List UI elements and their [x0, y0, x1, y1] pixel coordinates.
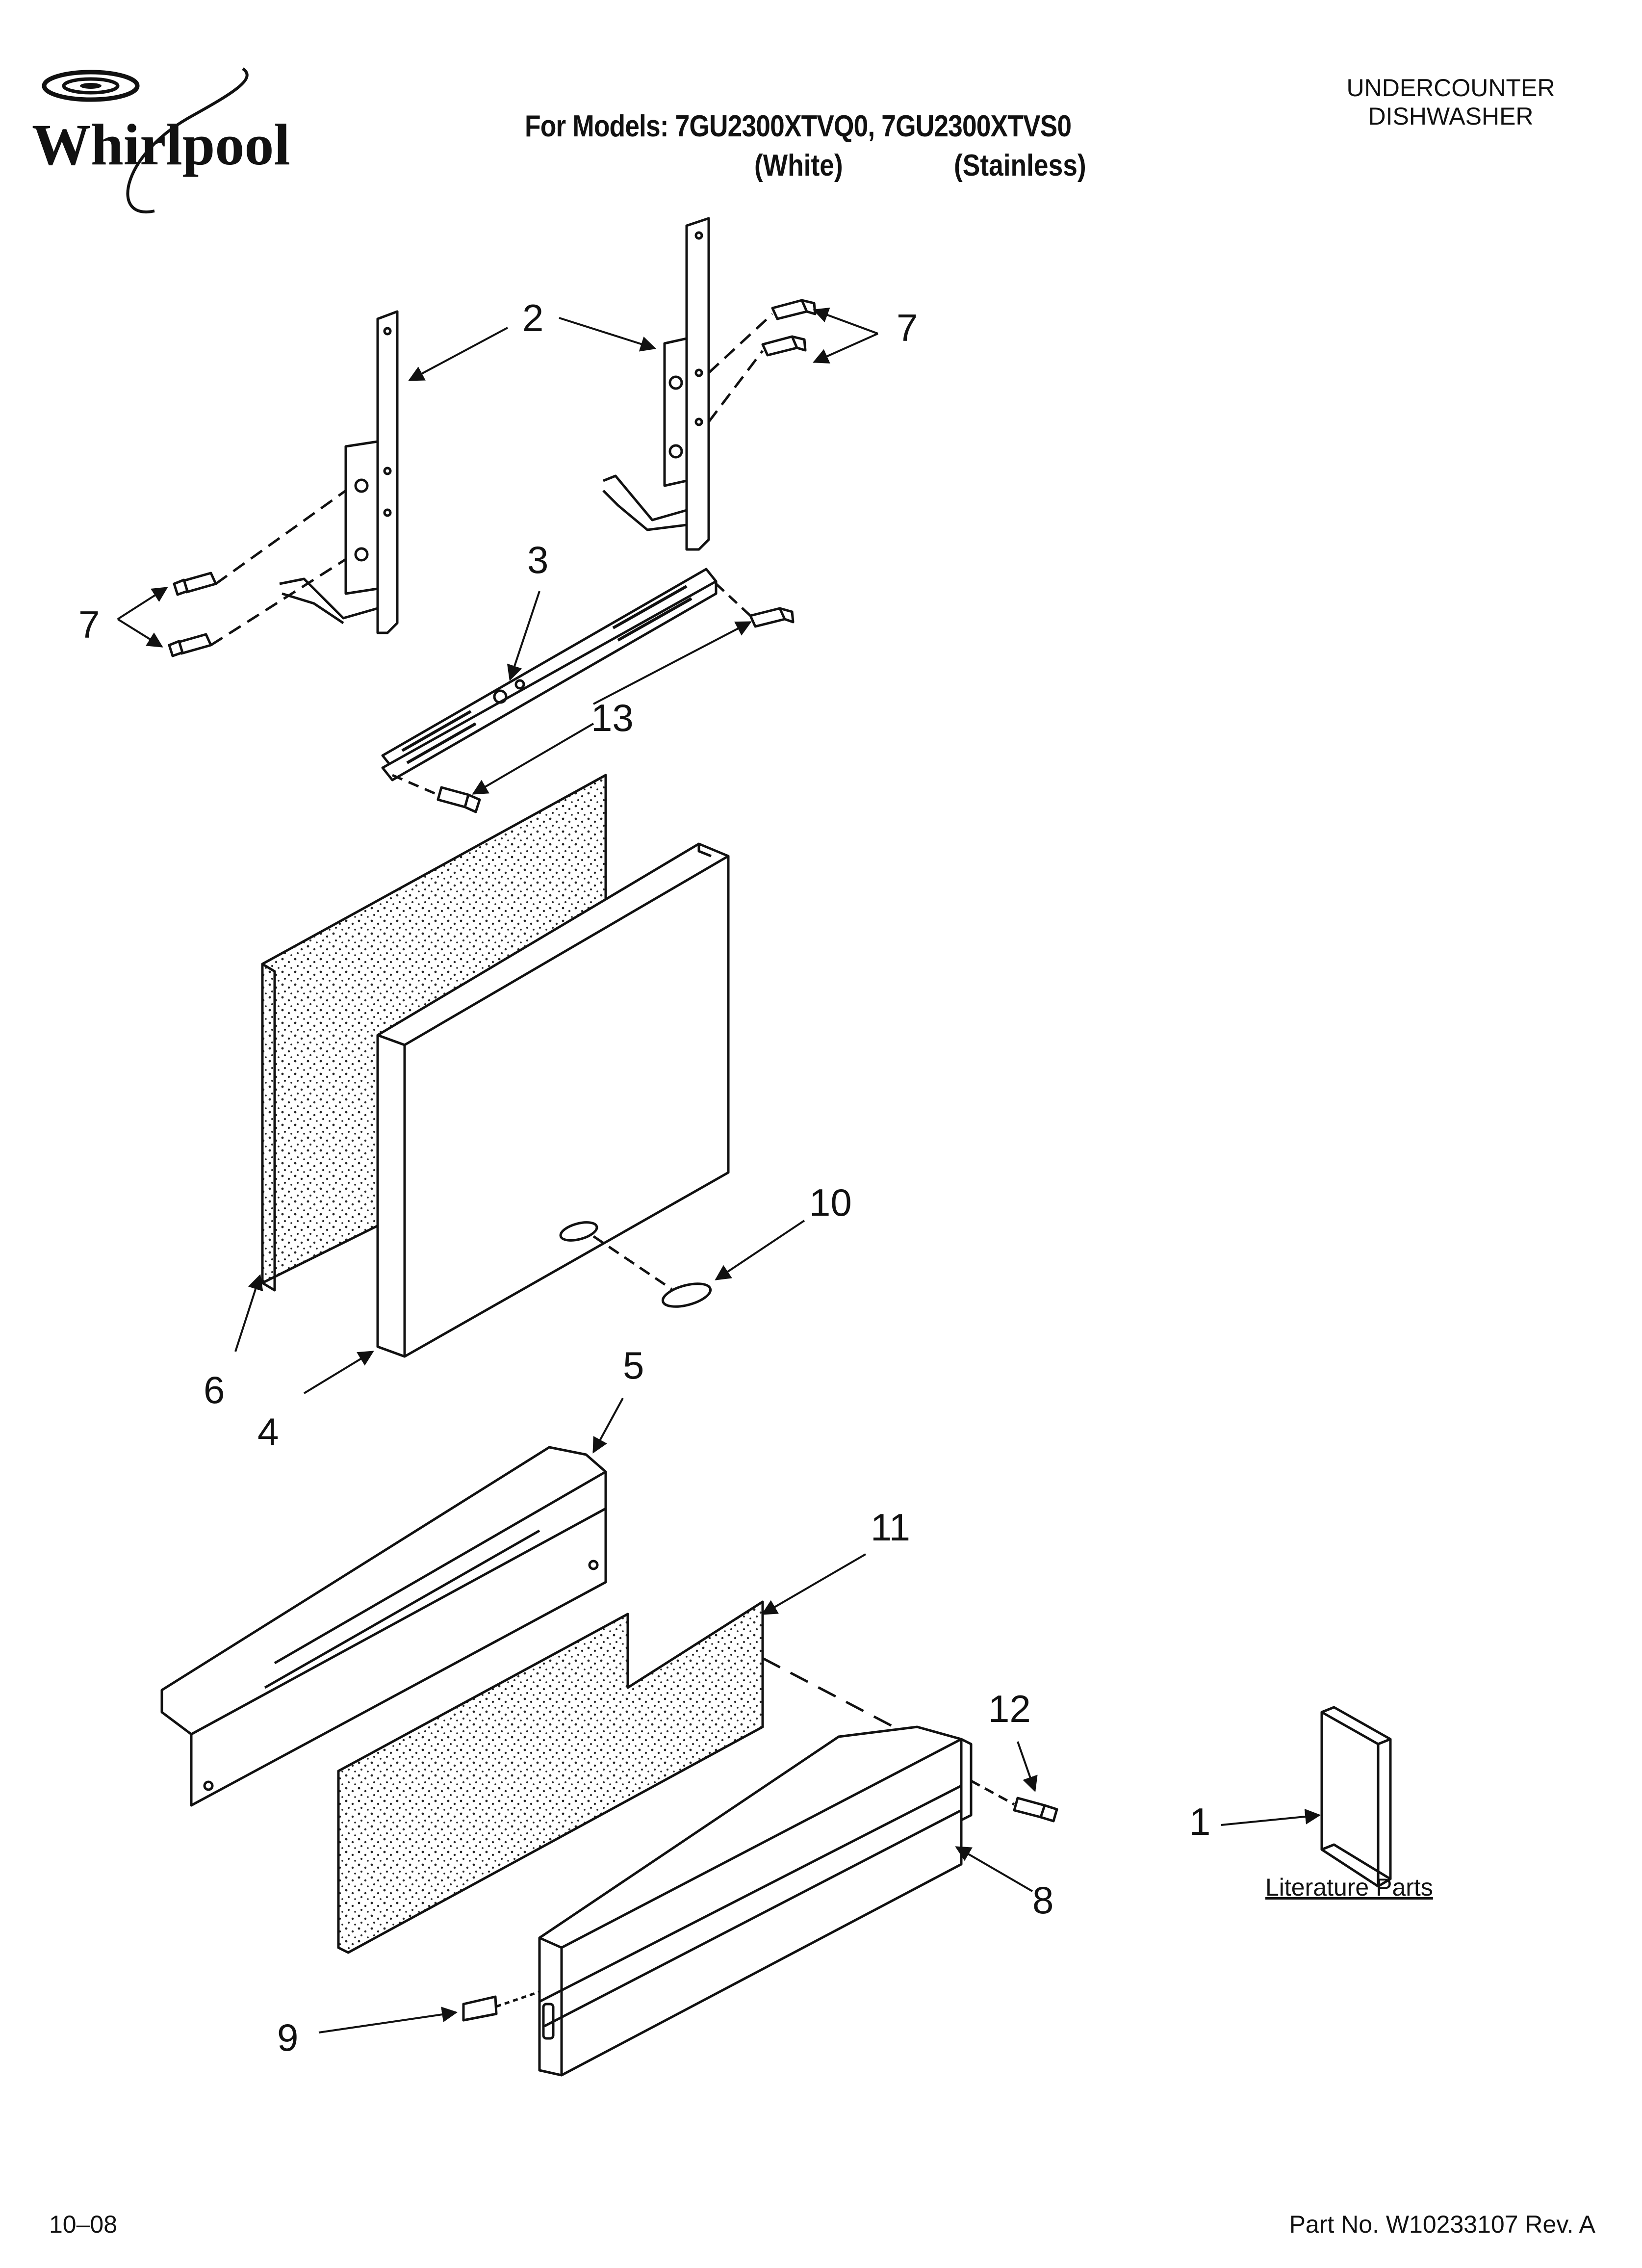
callout-1: 1: [1189, 1800, 1210, 1843]
callout-5: 5: [623, 1344, 644, 1387]
literature-parts-label: Literature Parts: [1265, 1874, 1433, 1901]
product-type-line-1: UNDERCOUNTER: [1346, 74, 1555, 102]
callout-6: 6: [204, 1368, 225, 1411]
product-type: UNDERCOUNTER DISHWASHER: [1304, 74, 1598, 130]
left-hinge-bracket: [279, 310, 399, 634]
kick-plate: [538, 1725, 973, 2077]
bracket-screws: [436, 607, 795, 813]
callout-10: 10: [809, 1181, 852, 1224]
toe-panel: [160, 1446, 607, 1807]
toe-panel-insulation: [337, 1600, 764, 1954]
door-gasket: [661, 1282, 712, 1308]
kick-plate-clip: [462, 1995, 498, 2022]
product-type-line-2: DISHWASHER: [1368, 103, 1534, 130]
literature-parts-book: [1320, 1706, 1392, 1888]
brand-wordmark: Whirlpool: [32, 112, 290, 177]
outer-door-panel: [376, 842, 730, 1358]
footer-part-number: Part No. W10233107 Rev. A: [1289, 2211, 1595, 2238]
callout-4: 4: [257, 1410, 279, 1453]
callout-9: 9: [277, 2016, 298, 2059]
support-bracket: [381, 568, 718, 782]
callout-leaders: [117, 307, 1321, 2033]
callout-3: 3: [527, 538, 548, 581]
callout-2: 2: [522, 296, 543, 339]
callout-12: 12: [988, 1687, 1031, 1730]
variant-white-label: (White): [754, 149, 843, 182]
hinge-screws-right: [761, 299, 817, 357]
callout-11: 11: [871, 1506, 910, 1549]
callout-7-left: 7: [78, 603, 100, 646]
callout-7-right: 7: [897, 306, 918, 349]
hinge-screws-left: [168, 572, 217, 657]
whirlpool-logo: Whirlpool: [27, 59, 331, 221]
callout-13: 13: [591, 696, 634, 739]
callout-8: 8: [1032, 1878, 1053, 1922]
footer-date: 10–08: [49, 2211, 118, 2238]
right-hinge-bracket: [602, 217, 710, 551]
variant-stainless-label: (Stainless): [954, 149, 1086, 182]
kick-plate-screw: [1013, 1797, 1058, 1823]
models-heading: For Models: 7GU2300XTVQ0, 7GU2300XTVS0: [525, 109, 1072, 143]
whirlpool-logo-graphic: Whirlpool: [32, 67, 290, 213]
